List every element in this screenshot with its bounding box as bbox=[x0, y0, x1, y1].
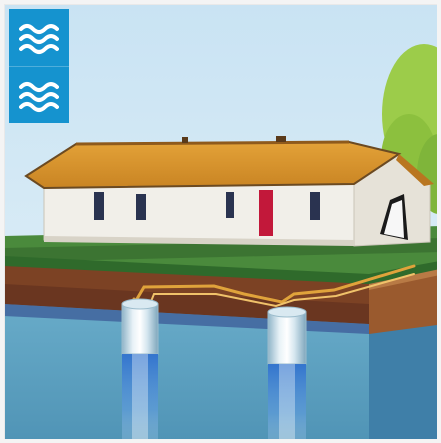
water-badge bbox=[9, 9, 69, 123]
borehole-left bbox=[121, 298, 159, 439]
house bbox=[24, 136, 434, 247]
roof bbox=[24, 140, 402, 190]
window bbox=[94, 192, 104, 220]
window bbox=[136, 194, 146, 220]
badge-cell-top bbox=[9, 9, 69, 66]
water-waves-icon bbox=[19, 24, 59, 54]
window bbox=[310, 192, 320, 220]
borehole-right bbox=[267, 306, 307, 439]
geothermal-house-illustration bbox=[4, 4, 437, 439]
badge-cell-bottom bbox=[9, 66, 69, 124]
window bbox=[226, 192, 234, 218]
water-waves-icon bbox=[19, 82, 59, 112]
door bbox=[259, 190, 273, 236]
